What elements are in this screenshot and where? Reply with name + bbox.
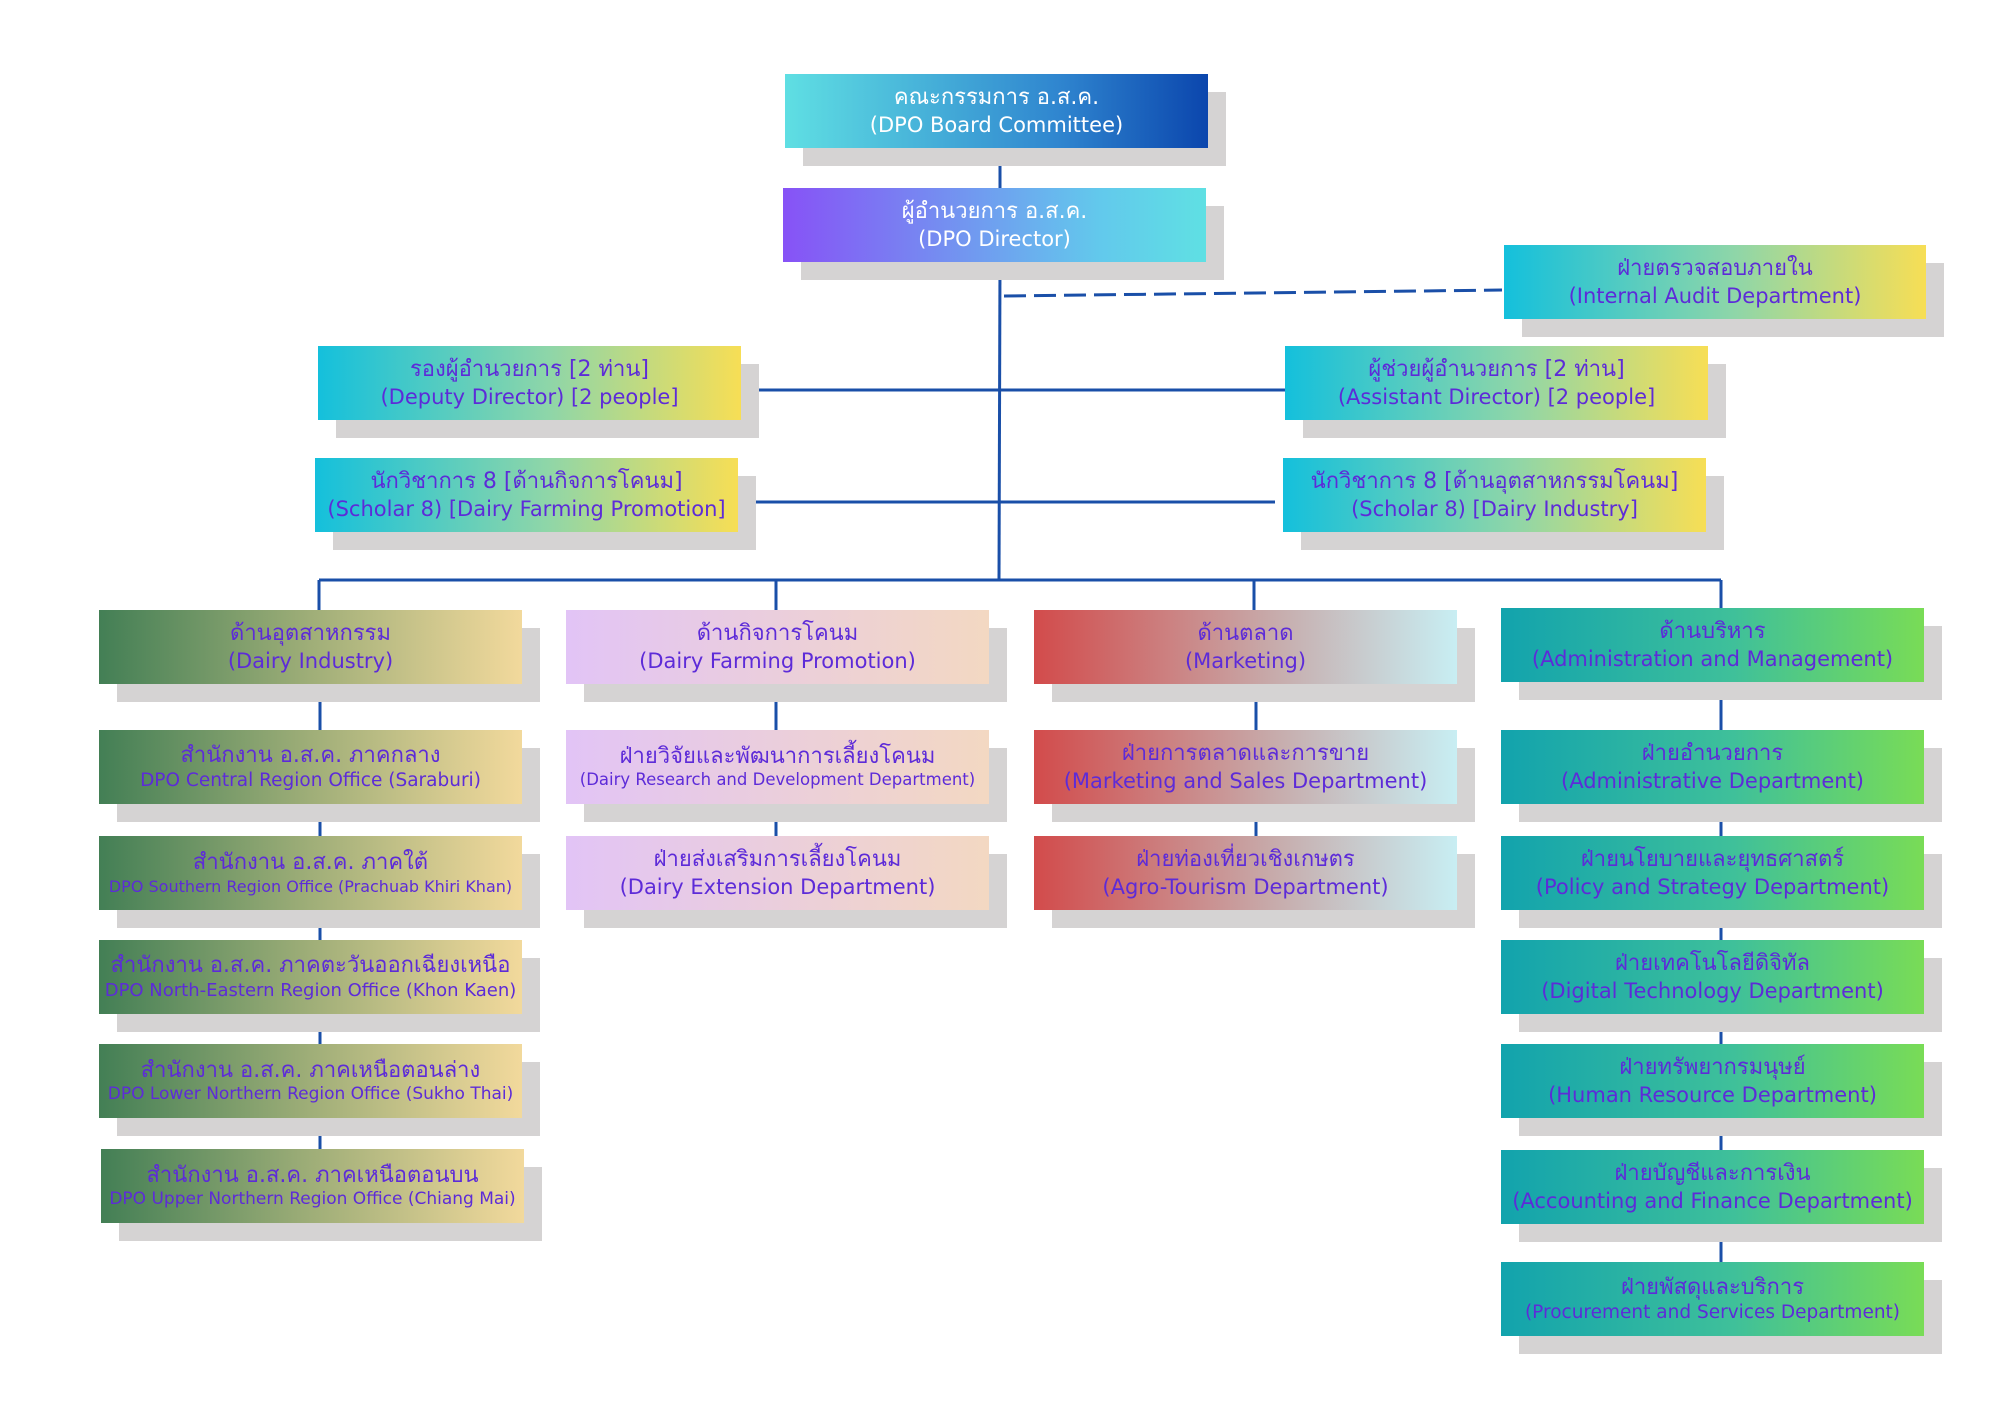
node-title-th: รองผู้อำนวยการ [2 ท่าน]: [409, 357, 650, 383]
unit-digital-technology-department: ฝ่ายเทคโนโลยีดิจิทัล (Digital Technology…: [1501, 940, 1942, 1032]
unit-lower-northern-region-office: สำนักงาน อ.ส.ค. ภาคเหนือตอนล่าง DPO Lowe…: [99, 1044, 540, 1136]
node-title-en: (Marketing): [1184, 648, 1307, 673]
node-title-en: (Dairy Farming Promotion): [639, 648, 916, 673]
node-title-th: ด้านกิจการโคนม: [696, 621, 859, 647]
node-title-th: ฝ่ายบัญชีและการเงิน: [1614, 1161, 1811, 1187]
node-title-th: สำนักงาน อ.ส.ค. ภาคเหนือตอนล่าง: [140, 1057, 481, 1083]
unit-dairy-research-department: ฝ่ายวิจัยและพัฒนาการเลี้ยงโคนม (Dairy Re…: [566, 730, 1007, 822]
node-title-th: ฝ่ายนโยบายและยุทธศาสตร์: [1580, 847, 1845, 873]
deputy-director-node: รองผู้อำนวยการ [2 ท่าน] (Deputy Director…: [318, 346, 759, 438]
node-title-en: DPO Upper Northern Region Office (Chiang…: [109, 1189, 516, 1210]
node-title-en: (Scholar 8) [Dairy Farming Promotion]: [327, 496, 726, 521]
unit-policy-strategy-department: ฝ่ายนโยบายและยุทธศาสตร์ (Policy and Stra…: [1501, 836, 1942, 928]
node-title-en: (Policy and Strategy Department): [1535, 874, 1890, 899]
unit-human-resource-department: ฝ่ายทรัพยากรมนุษย์ (Human Resource Depar…: [1501, 1044, 1942, 1136]
node-title-en: DPO Central Region Office (Saraburi): [140, 770, 481, 792]
unit-accounting-finance-department: ฝ่ายบัญชีและการเงิน (Accounting and Fina…: [1501, 1150, 1942, 1242]
unit-upper-northern-region-office: สำนักงาน อ.ส.ค. ภาคเหนือตอนบน DPO Upper …: [101, 1149, 542, 1241]
scholar-industry-node: นักวิชาการ 8 [ด้านอุตสาหกรรมโคนม] (Schol…: [1283, 458, 1724, 550]
division-head-industry: ด้านอุตสาหกรรม (Dairy Industry): [99, 610, 540, 702]
node-title-th: ด้านอุตสาหกรรม: [230, 621, 391, 647]
node-title-th: สำนักงาน อ.ส.ค. ภาคตะวันออกเฉียงเหนือ: [110, 953, 511, 978]
node-title-th: สำนักงาน อ.ส.ค. ภาคใต้: [192, 850, 429, 876]
node-title-th: นักวิชาการ 8 [ด้านอุตสาหกรรมโคนม]: [1310, 469, 1679, 495]
node-title-en: (Accounting and Finance Department): [1512, 1188, 1913, 1213]
scholar-farming-node: นักวิชาการ 8 [ด้านกิจการโคนม] (Scholar 8…: [315, 458, 756, 550]
audit-connector: [1003, 288, 1503, 298]
node-title-th: ฝ่ายตรวจสอบภายใน: [1617, 256, 1813, 282]
node-title-en: (Human Resource Department): [1548, 1082, 1877, 1107]
node-title-th: สำนักงาน อ.ส.ค. ภาคเหนือตอนบน: [146, 1162, 479, 1188]
node-title-th: ฝ่ายอำนวยการ: [1641, 741, 1784, 767]
node-title-en: DPO Southern Region Office (Prachuab Khi…: [108, 876, 513, 896]
node-title-en: (DPO Board Committee): [869, 112, 1124, 137]
node-title-en: (DPO Director): [918, 226, 1071, 251]
node-title-en: (Agro-Tourism Department): [1102, 874, 1389, 899]
node-title-en: (Deputy Director) [2 people]: [380, 384, 679, 409]
director-node: ผู้อำนวยการ อ.ส.ค. (DPO Director): [783, 188, 1224, 280]
node-title-th: สำนักงาน อ.ส.ค. ภาคกลาง: [180, 742, 441, 768]
node-title-en: (Procurement and Services Department): [1524, 1302, 1901, 1324]
unit-dairy-extension-department: ฝ่ายส่งเสริมการเลี้ยงโคนม (Dairy Extensi…: [566, 836, 1007, 928]
node-title-en: DPO North-Eastern Region Office (Khon Ka…: [104, 979, 517, 1001]
node-title-th: ฝ่ายท่องเที่ยวเชิงเกษตร: [1136, 847, 1355, 873]
node-title-th: ฝ่ายการตลาดและการขาย: [1121, 741, 1370, 767]
node-title-en: (Internal Audit Department): [1568, 283, 1862, 308]
node-title-en: (Dairy Industry): [227, 648, 394, 673]
division-head-farming: ด้านกิจการโคนม (Dairy Farming Promotion): [566, 610, 1007, 702]
division-head-marketing: ด้านตลาด (Marketing): [1034, 610, 1475, 702]
node-title-th: ผู้อำนวยการ อ.ส.ค.: [901, 199, 1088, 225]
node-title-en: (Scholar 8) [Dairy Industry]: [1351, 496, 1638, 521]
unit-procurement-services-department: ฝ่ายพัสดุและบริการ (Procurement and Serv…: [1501, 1262, 1942, 1354]
division-head-admin: ด้านบริหาร (Administration and Managemen…: [1501, 608, 1942, 700]
unit-agro-tourism-department: ฝ่ายท่องเที่ยวเชิงเกษตร (Agro-Tourism De…: [1034, 836, 1475, 928]
node-title-th: ด้านบริหาร: [1659, 619, 1766, 645]
board-committee-node: คณะกรรมการ อ.ส.ค. (DPO Board Committee): [785, 74, 1226, 166]
node-title-th: คณะกรรมการ อ.ส.ค.: [893, 85, 1100, 111]
node-title-th: ฝ่ายเทคโนโลยีดิจิทัล: [1614, 951, 1811, 977]
node-title-th: ฝ่ายส่งเสริมการเลี้ยงโคนม: [653, 847, 902, 873]
node-title-th: นักวิชาการ 8 [ด้านกิจการโคนม]: [370, 469, 683, 495]
node-title-en: (Administrative Department): [1561, 768, 1864, 793]
node-title-en: (Dairy Extension Department): [619, 874, 936, 899]
node-title-en: (Digital Technology Department): [1541, 978, 1884, 1003]
node-title-th: ด้านตลาด: [1197, 621, 1294, 647]
assistant-director-node: ผู้ช่วยผู้อำนวยการ [2 ท่าน] (Assistant D…: [1285, 346, 1726, 438]
unit-southern-region-office: สำนักงาน อ.ส.ค. ภาคใต้ DPO Southern Regi…: [99, 836, 540, 928]
node-title-en: DPO Lower Northern Region Office (Sukho …: [107, 1084, 514, 1105]
node-title-th: ผู้ช่วยผู้อำนวยการ [2 ท่าน]: [1368, 357, 1625, 383]
main-trunk: [997, 259, 1002, 581]
node-title-en: (Marketing and Sales Department): [1063, 768, 1428, 793]
node-title-th: ฝ่ายทรัพยากรมนุษย์: [1619, 1055, 1806, 1081]
internal-audit-node: ฝ่ายตรวจสอบภายใน (Internal Audit Departm…: [1504, 245, 1944, 337]
unit-central-region-office: สำนักงาน อ.ส.ค. ภาคกลาง DPO Central Regi…: [99, 730, 540, 822]
node-title-en: (Assistant Director) [2 people]: [1337, 384, 1656, 409]
node-title-en: (Administration and Management): [1531, 646, 1894, 671]
unit-marketing-sales-department: ฝ่ายการตลาดและการขาย (Marketing and Sale…: [1034, 730, 1475, 822]
node-title-en: (Dairy Research and Development Departme…: [579, 770, 976, 790]
node-title-th: ฝ่ายวิจัยและพัฒนาการเลี้ยงโคนม: [619, 743, 936, 769]
node-title-th: ฝ่ายพัสดุและบริการ: [1620, 1274, 1805, 1300]
unit-north-eastern-region-office: สำนักงาน อ.ส.ค. ภาคตะวันออกเฉียงเหนือ DP…: [99, 940, 540, 1032]
unit-administrative-department: ฝ่ายอำนวยการ (Administrative Department): [1501, 730, 1942, 822]
